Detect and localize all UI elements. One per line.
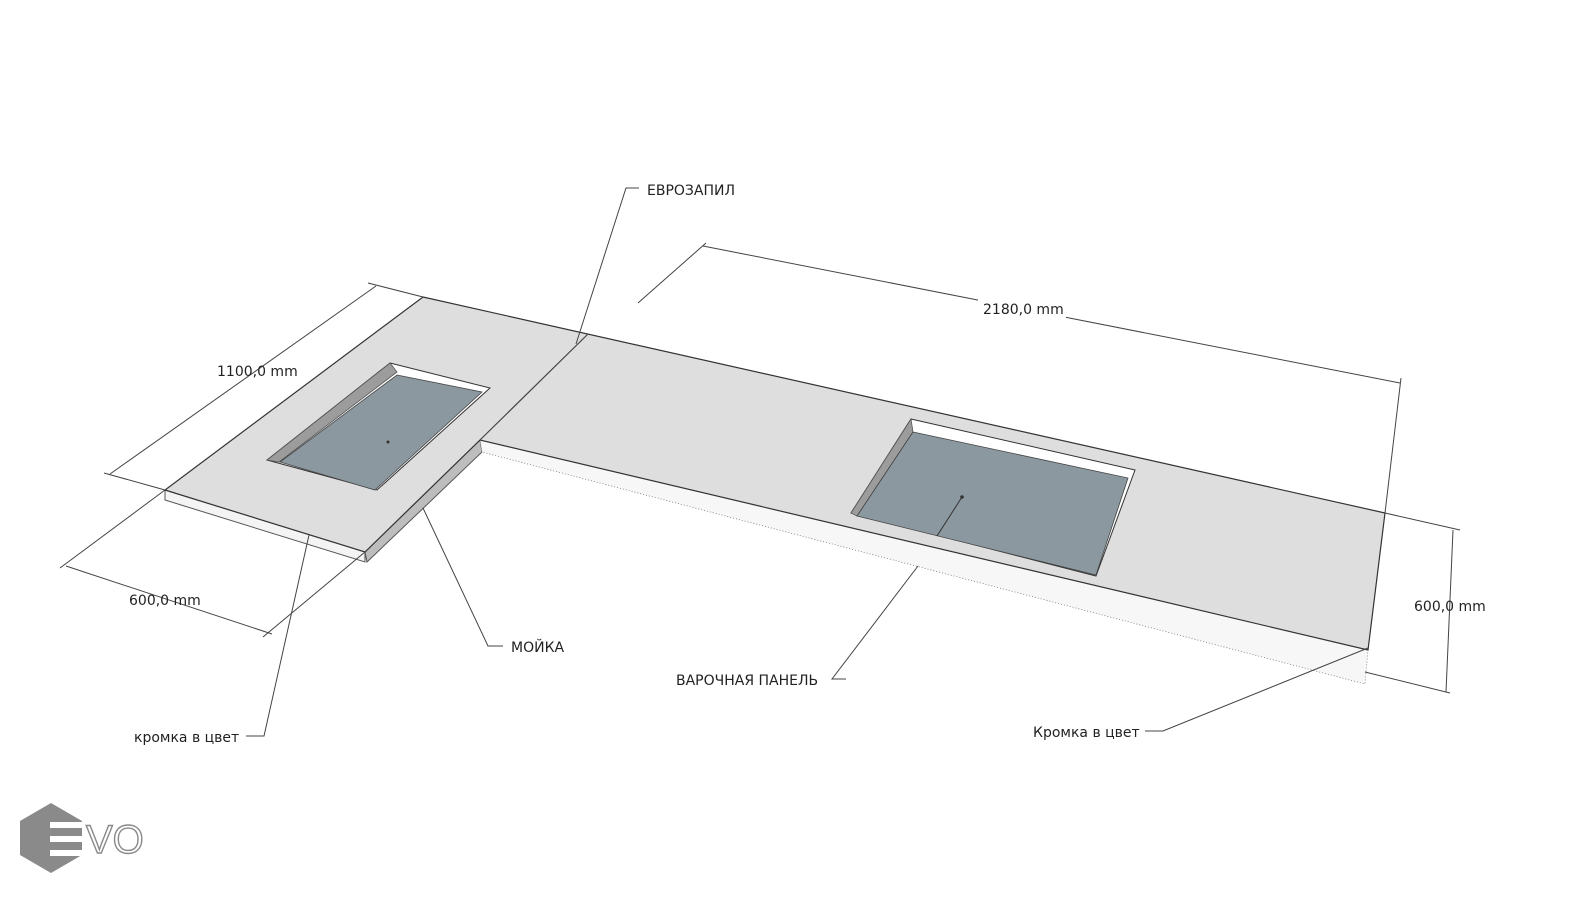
dim-600-left-line bbox=[65, 565, 273, 635]
sink-cutout bbox=[265, 362, 492, 491]
logo-e-bar-bottom bbox=[50, 850, 82, 856]
countertop bbox=[163, 296, 1386, 685]
hob-cutout bbox=[850, 417, 1136, 577]
dim-2180-extension-a bbox=[637, 242, 707, 304]
logo-e-bar-middle bbox=[50, 836, 82, 842]
edge-left-label: кромка в цвет bbox=[134, 730, 239, 746]
dim-600-left-extension-b bbox=[262, 551, 366, 638]
dim-600-right-line bbox=[1445, 529, 1454, 693]
edge-left-leader bbox=[246, 534, 310, 737]
hob-cutout-bottom bbox=[856, 431, 1129, 576]
eurozapil-label: ЕВРОЗАПИЛ bbox=[647, 183, 735, 199]
labels: ЕВРОЗАПИЛ МОЙКА ВАРОЧНАЯ ПАНЕЛЬ кромка в… bbox=[129, 183, 1486, 746]
right-front-edge bbox=[479, 439, 1369, 685]
evo-logo: VO bbox=[20, 803, 144, 873]
dim-600-left-label: 600,0 mm bbox=[129, 593, 201, 609]
logo-e-bar-top bbox=[50, 822, 82, 828]
eurozapil-joint bbox=[479, 333, 589, 441]
dim-2180-label-bg bbox=[978, 298, 1066, 318]
edge-right-label: Кромка в цвет bbox=[1033, 725, 1140, 741]
leader-lines bbox=[246, 187, 1369, 737]
sink-leader bbox=[422, 507, 503, 647]
dim-600-left-extension-a bbox=[59, 489, 166, 569]
edge-right-leader bbox=[1145, 647, 1369, 732]
sink-center-mark bbox=[386, 440, 390, 444]
sink-label: МОЙКА bbox=[511, 638, 565, 656]
dim-1100-extension-a bbox=[367, 282, 424, 298]
sink-cutout-wall bbox=[266, 362, 398, 463]
logo-text: VO bbox=[86, 818, 144, 862]
dim-1100-line bbox=[109, 285, 377, 475]
dim-2180-extension-b bbox=[1384, 377, 1402, 514]
hob-label: ВАРОЧНАЯ ПАНЕЛЬ bbox=[676, 673, 818, 689]
sink-cutout-bottom bbox=[279, 374, 483, 491]
hob-center-leader bbox=[936, 496, 963, 537]
hob-center-mark bbox=[960, 495, 964, 499]
dim-600-right-label: 600,0 mm bbox=[1414, 599, 1486, 615]
dim-600-right-extension-a bbox=[1384, 512, 1461, 531]
dim-1100-extension-b bbox=[103, 472, 166, 491]
hob-leader bbox=[830, 565, 919, 680]
dim-1100-label: 1100,0 mm bbox=[217, 364, 298, 380]
dim-2180-label: 2180,0 mm bbox=[983, 302, 1064, 318]
eurozapil-leader bbox=[575, 187, 639, 345]
dim-600-right-extension-b bbox=[1364, 671, 1451, 694]
